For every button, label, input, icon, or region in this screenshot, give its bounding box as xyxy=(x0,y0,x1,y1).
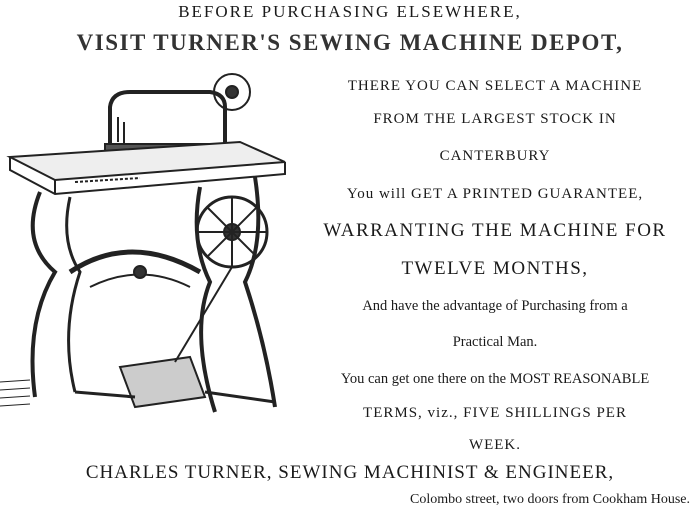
body-line-10: TERMS, viz., FIVE SHILLINGS PER xyxy=(363,405,627,421)
right-leg-inner xyxy=(194,186,217,413)
sewing-machine-illustration xyxy=(0,73,286,413)
right-leg-outer xyxy=(242,176,277,408)
address: Colombo street, two doors from Cookham H… xyxy=(410,492,690,507)
treadle xyxy=(118,355,207,409)
body-line-6: TWELVE MONTHS, xyxy=(401,258,589,279)
ad-title: VISIT TURNER'S SEWING MACHINE DEPOT, xyxy=(76,30,624,55)
body-line-8: Practical Man. xyxy=(452,334,538,350)
left-leg-inner xyxy=(65,196,82,393)
body-line-2: FROM THE LARGEST STOCK IN xyxy=(373,111,617,127)
pitman-rod xyxy=(174,266,233,363)
feet xyxy=(74,390,276,404)
headline: BEFORE PURCHASING ELSEWHERE, xyxy=(178,2,522,21)
needle-bar xyxy=(117,117,125,144)
handwheel-hub xyxy=(225,85,239,99)
advertiser-name: CHARLES TURNER, SEWING MACHINIST & ENGIN… xyxy=(85,462,615,483)
body-line-4: You will GET A PRINTED GUARANTEE, xyxy=(346,186,644,202)
body-line-7: And have the advantage of Purchasing fro… xyxy=(362,298,628,314)
table-drawer xyxy=(74,177,141,183)
brace-boss xyxy=(133,265,147,279)
body-line-9: You can get one there on the MOST REASON… xyxy=(340,371,650,387)
machine-arm xyxy=(108,90,227,152)
table-top xyxy=(6,140,286,182)
left-leg-outer xyxy=(30,191,58,398)
body-line-5: WARRANTING THE MACHINE FOR xyxy=(323,220,667,241)
cross-brace xyxy=(68,249,202,275)
body-line-11: WEEK. xyxy=(468,437,522,453)
floor-shading xyxy=(0,379,31,407)
body-line-1: THERE YOU CAN SELECT A MACHINE xyxy=(347,78,643,94)
body-line-3: CANTERBURY xyxy=(439,148,551,164)
flywheel-spokes xyxy=(197,197,267,267)
handwheel xyxy=(213,73,251,111)
